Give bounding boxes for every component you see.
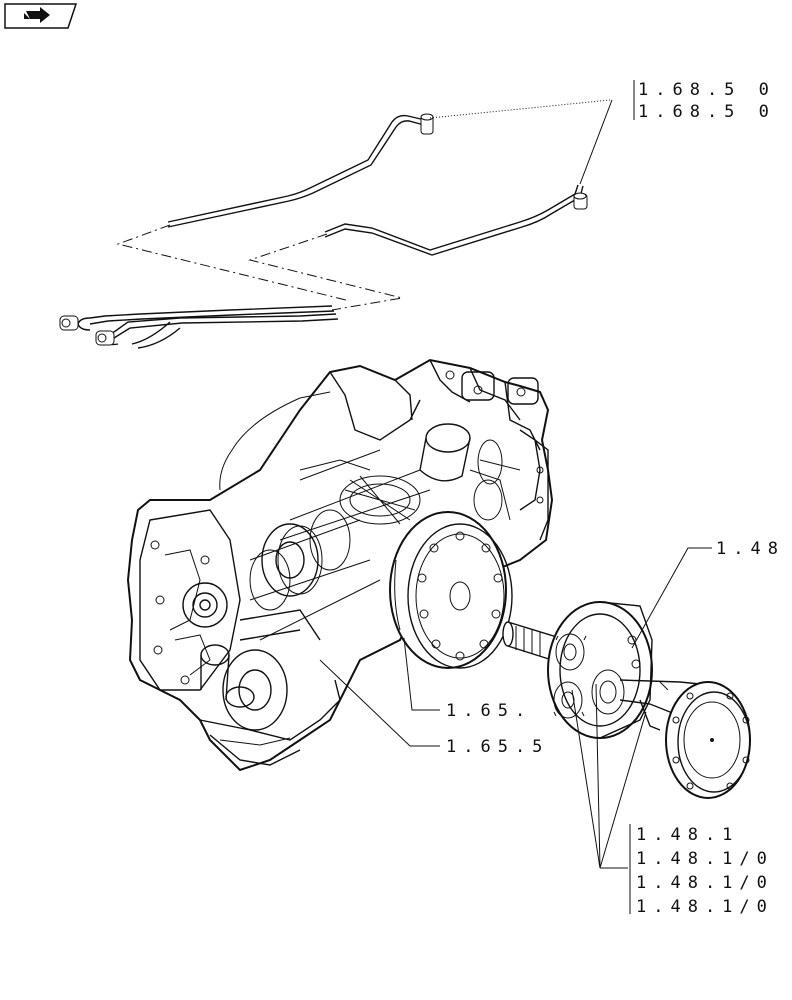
callout-final-drive-1: 1.48.1 [636, 825, 739, 845]
callout-axle-assembly: 1.48 [716, 539, 785, 559]
callout-pipes-1: 1.68.5 0 [638, 80, 776, 100]
final-drive-assembly [502, 601, 751, 799]
callout-pipes-2: 1.68.5 0 [638, 102, 776, 122]
brake-disc [389, 511, 513, 669]
callout-final-drive-3: 1.48.1/0 [636, 873, 774, 893]
arrow-right-icon [24, 7, 50, 23]
callout-pipes: 1.68.5 0 1.68.5 0 [633, 80, 776, 122]
callout-final-drive-4: 1.48.1/0 [636, 897, 774, 917]
callout-final-drive-2: 1.48.1/0 [636, 849, 774, 869]
leader-lines [319, 547, 712, 869]
transmission-housing [126, 358, 554, 772]
callout-upper-gear: 1.65. [446, 701, 532, 721]
callout-final-drive: 1.48.1 1.48.1/0 1.48.1/0 1.48.1/0 [629, 824, 774, 917]
nav-button[interactable] [4, 3, 78, 29]
callout-lower-gear: 1.65.5 [446, 737, 549, 757]
hydraulic-pipes [59, 99, 613, 349]
